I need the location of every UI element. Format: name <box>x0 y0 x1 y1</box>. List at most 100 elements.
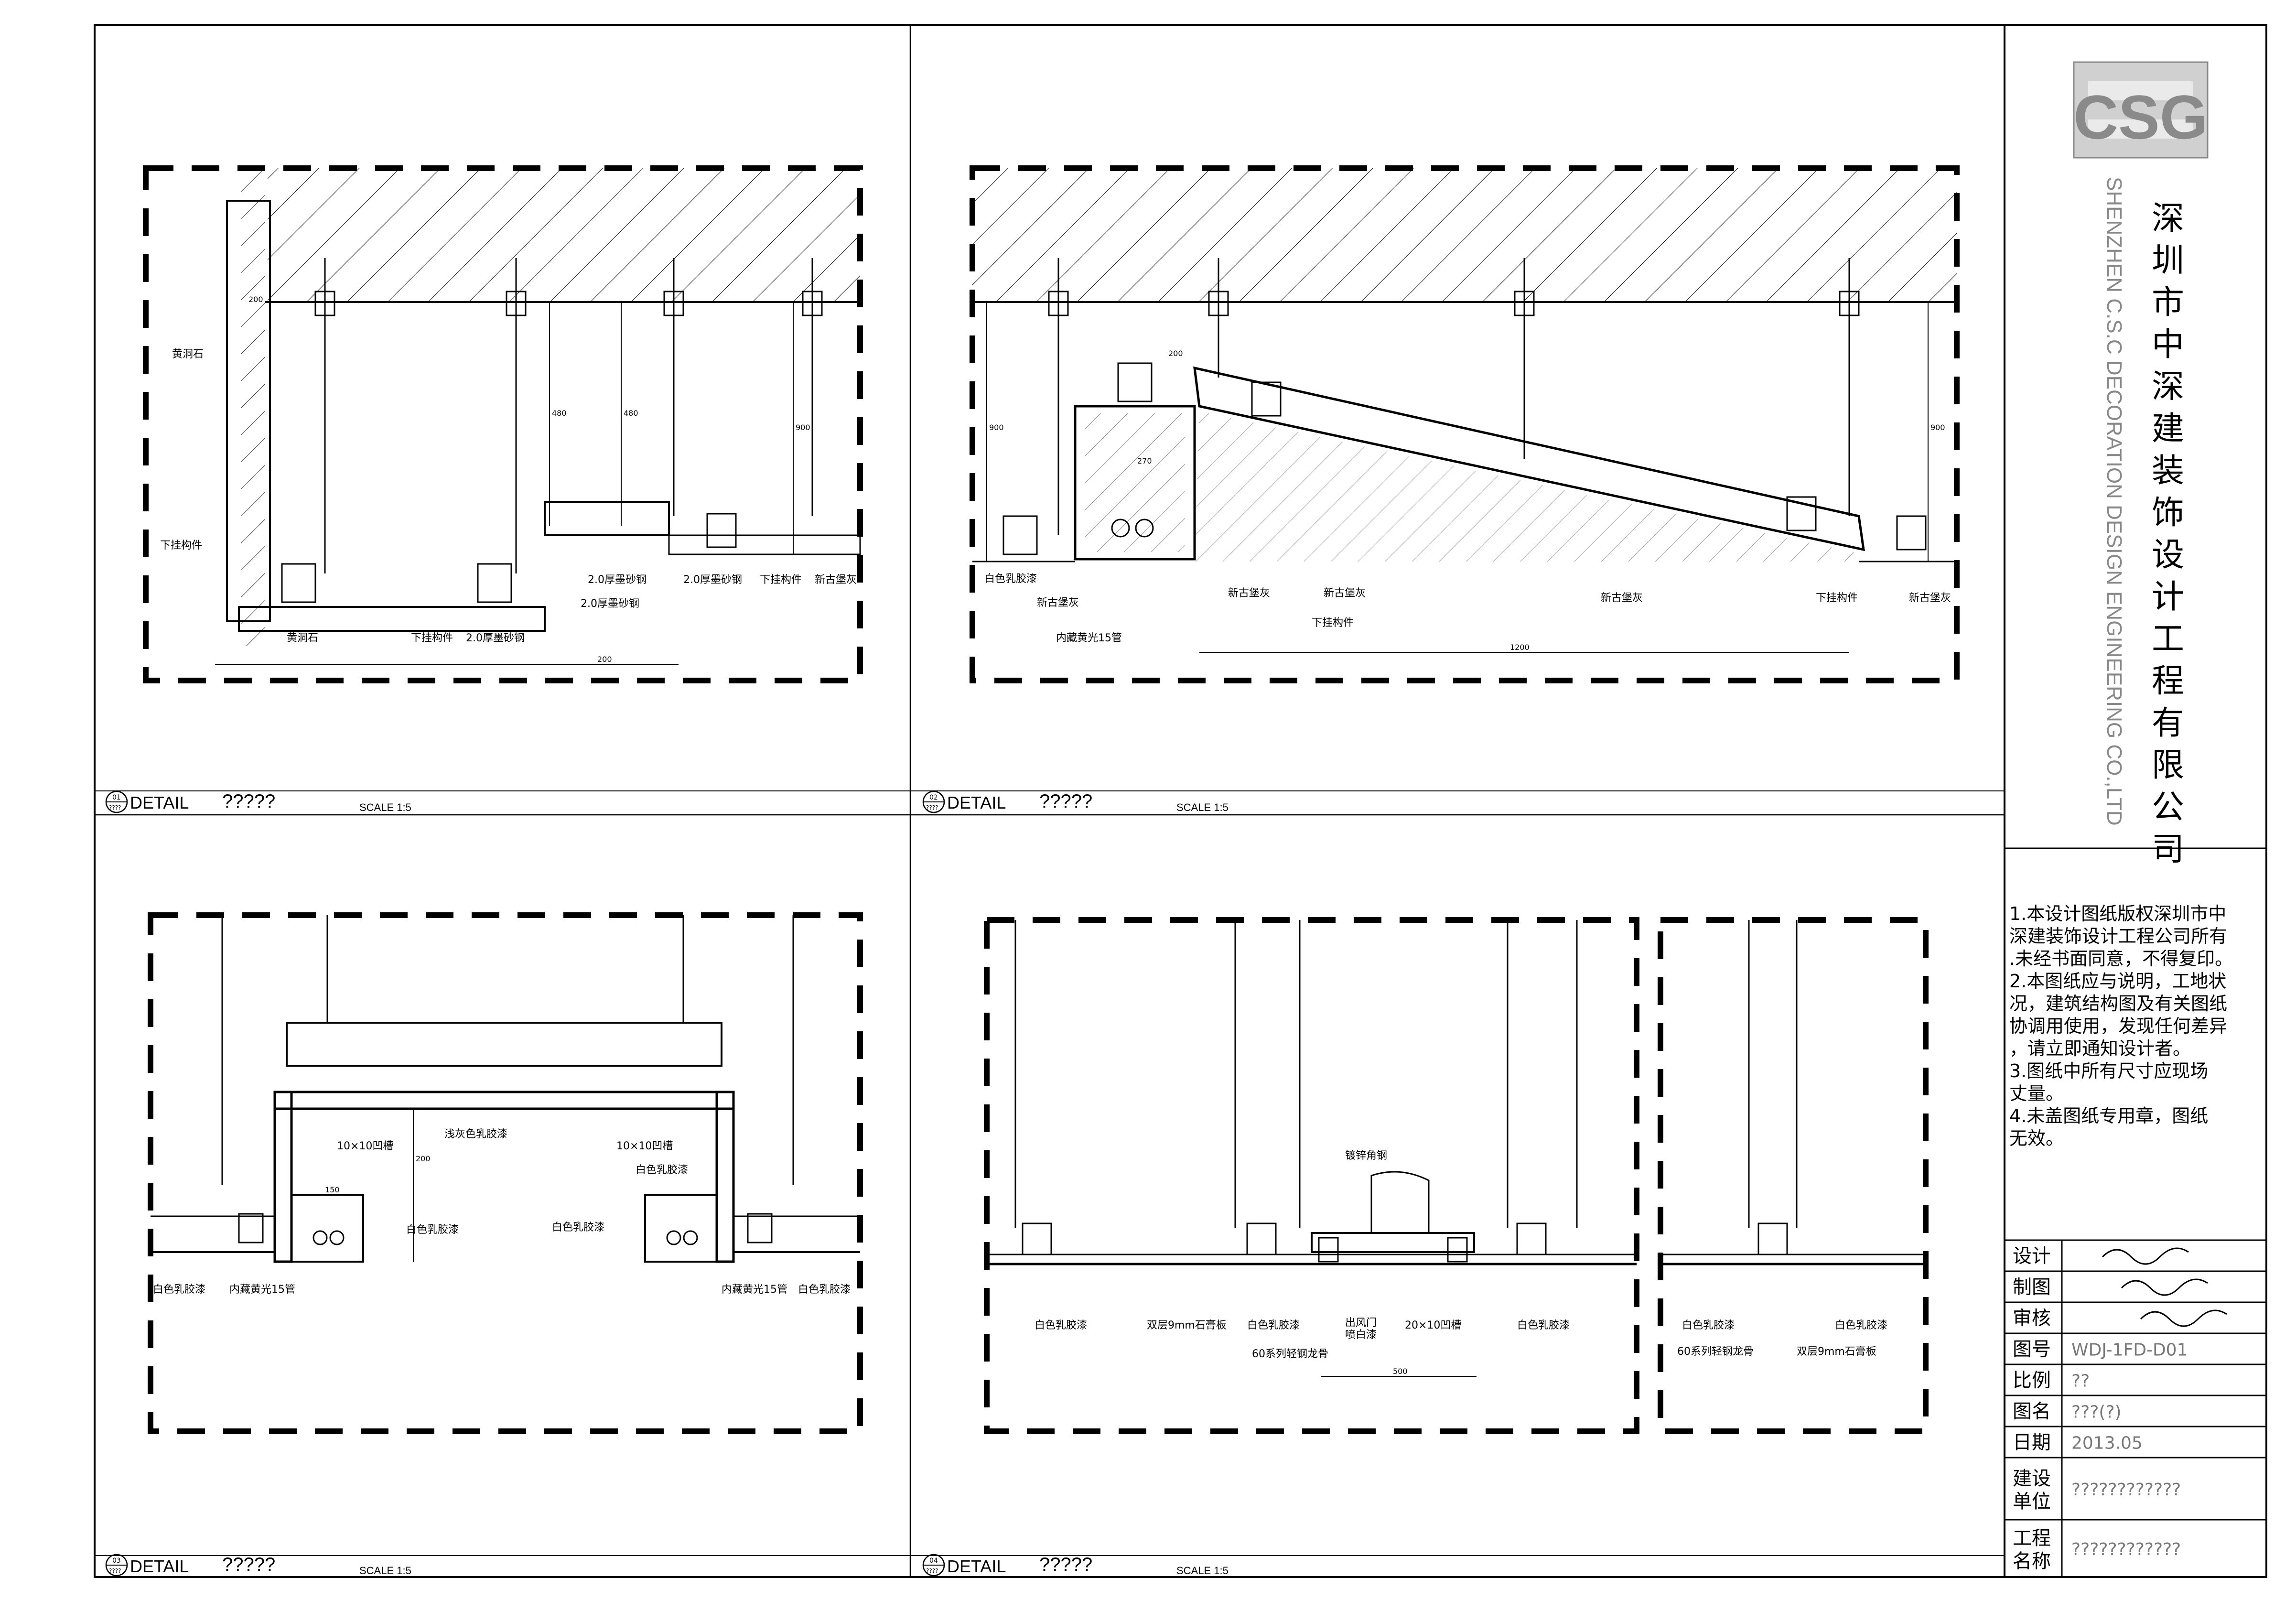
panel-title-01-sheet: ???? <box>109 804 121 811</box>
p4-label-6: 喷白漆 <box>1345 1329 1377 1341</box>
p3-label-5: 白色乳胶漆 <box>552 1222 604 1233</box>
p3-label-8: 内藏黄光15管 <box>722 1284 787 1296</box>
panel-title-03-title: DETAIL <box>130 1557 189 1576</box>
title-block-value: ?? <box>2071 1372 2090 1391</box>
title-block-value: 2013.05 <box>2071 1434 2143 1453</box>
panel-title-03-scale: SCALE 1:5 <box>359 1565 411 1577</box>
p3-dim-1: 150 <box>325 1185 340 1194</box>
title-block-label: 图名 <box>2013 1401 2051 1423</box>
title-block-label: 制图 <box>2013 1276 2051 1298</box>
p4-label-9: 白色乳胶漆 <box>1682 1319 1735 1331</box>
p1-dim-1: 480 <box>552 409 567 418</box>
detail-panel-01: 黄洞石 下挂构件 黄洞石 下挂构件 2.0厚墨砂钢 2.0厚墨砂钢 2.0厚墨砂… <box>143 165 863 683</box>
p2-dim-2: 1200 <box>1510 643 1530 652</box>
title-block-label: 比例 <box>2013 1370 2051 1392</box>
p3-label-3: 白色乳胶漆 <box>636 1164 688 1176</box>
note-line: 2.本图纸应与说明，工地状 <box>2009 971 2226 992</box>
p3-label-4: 白色乳胶漆 <box>406 1224 459 1236</box>
title-block-label: 名称 <box>2013 1550 2051 1572</box>
title-block-label: 单位 <box>2013 1491 2051 1513</box>
title-block-value: ???????????? <box>2071 1480 2181 1500</box>
title-block-label: 工程 <box>2013 1527 2051 1549</box>
p1-label-0: 黄洞石 <box>172 348 204 360</box>
p1-label-7: 2.0厚墨砂钢 <box>683 574 742 586</box>
p1-dim-0: 200 <box>248 295 263 304</box>
p1-label-5: 2.0厚墨砂钢 <box>581 598 639 610</box>
panel-title-01-name: ????? <box>222 791 275 812</box>
panel-title-01-title: DETAIL <box>130 793 189 812</box>
panel-title-02-sheet: ???? <box>926 804 938 811</box>
note-line: 1.本设计图纸版权深圳市中 <box>2009 903 2226 924</box>
panel-title-01: 01 ???? DETAIL ????? SCALE 1:5 <box>105 790 411 813</box>
company-logo-text: CSG <box>2073 82 2208 152</box>
p2-dim-0: 900 <box>989 423 1004 432</box>
p4-label-8: 白色乳胶漆 <box>1517 1319 1570 1331</box>
title-block-label: 审核 <box>2013 1308 2051 1330</box>
note-line: 丈量。 <box>2009 1083 2064 1104</box>
panel-title-04: 04 ???? DETAIL ????? SCALE 1:5 <box>922 1554 1229 1577</box>
note-line: 3.图纸中所有尺寸应现场 <box>2009 1060 2208 1081</box>
title-block-label: 设计 <box>2013 1245 2051 1267</box>
p2-dim-4: 200 <box>1168 349 1183 358</box>
p1-label-3: 下挂构件 <box>411 632 453 644</box>
p1-label-6: 2.0厚墨砂钢 <box>466 632 525 644</box>
title-block-value: ???????????? <box>2071 1540 2181 1559</box>
company-logo: CSG <box>2073 61 2209 159</box>
p1-dim-4: 200 <box>597 655 612 664</box>
p1-label-1: 下挂构件 <box>160 540 202 551</box>
signature-mark <box>2102 1247 2189 1265</box>
signature-mark <box>2121 1278 2208 1296</box>
p2-label-1: 新古堡灰 <box>1037 597 1079 609</box>
detail-panel-03: 10×10凹槽 浅灰色乳胶漆 10×10凹槽 白色乳胶漆 白色乳胶漆 白色乳胶漆… <box>148 912 863 1434</box>
p3-label-9: 白色乳胶漆 <box>798 1284 851 1296</box>
p4-dim-0: 500 <box>1393 1367 1408 1376</box>
panel-title-04-sheet: ???? <box>926 1568 938 1574</box>
p3-dim-0: 200 <box>416 1154 431 1163</box>
p3-label-2: 10×10凹槽 <box>616 1140 673 1152</box>
panel-title-03: 03 ???? DETAIL ????? SCALE 1:5 <box>105 1554 411 1577</box>
panel-title-02-scale: SCALE 1:5 <box>1176 801 1229 813</box>
title-block-label: 日期 <box>2013 1432 2051 1454</box>
panel-title-02-num: 02 <box>929 794 938 801</box>
panel-title-03-num: 03 <box>112 1557 121 1565</box>
panel-title-04-num: 04 <box>929 1557 938 1565</box>
note-line: ，请立即通知设计者。 <box>2009 1038 2191 1059</box>
p3-label-6: 白色乳胶漆 <box>153 1284 205 1296</box>
p4-label-7: 20×10凹槽 <box>1405 1319 1461 1331</box>
panel-title-03-name: ????? <box>222 1554 275 1575</box>
p4-label-0: 镀锌角钢 <box>1345 1150 1387 1162</box>
signature-mark <box>2140 1309 2227 1327</box>
p2-label-5: 下挂构件 <box>1312 617 1354 629</box>
p4-label-11: 双层9mm石膏板 <box>1797 1346 1876 1358</box>
note-line: 无效。 <box>2009 1128 2064 1149</box>
title-block-value: ???(?) <box>2071 1403 2122 1422</box>
p3-label-7: 内藏黄光15管 <box>229 1284 295 1296</box>
note-line: 协调用使用，发现任何差异 <box>2009 1016 2227 1037</box>
panel-title-02-name: ????? <box>1039 791 1092 812</box>
notes-block: 1.本设计图纸版权深圳市中深建装饰设计工程公司所有.未经书面同意，不得复印。2.… <box>2009 903 2233 1149</box>
p4-label-10: 60系列轻钢龙骨 <box>1677 1346 1754 1358</box>
p1-label-4: 2.0厚墨砂钢 <box>588 574 647 586</box>
p1-dim-3: 900 <box>796 423 810 432</box>
sheet-border <box>94 24 2267 1578</box>
detail-panel-02: 白色乳胶漆 新古堡灰 内藏黄光15管 新古堡灰 新古堡灰 下挂构件 新古堡灰 下… <box>970 165 1960 683</box>
p1-label-9: 新古堡灰 <box>815 574 857 586</box>
title-block-label: 建设 <box>2013 1468 2051 1490</box>
p2-label-2: 内藏黄光15管 <box>1056 632 1122 644</box>
panel-title-01-scale: SCALE 1:5 <box>359 801 411 813</box>
p2-label-6: 新古堡灰 <box>1601 592 1643 604</box>
p1-label-2: 黄洞石 <box>287 632 318 644</box>
title-block-value: WDJ-1FD-D01 <box>2071 1341 2188 1360</box>
p2-label-0: 白色乳胶漆 <box>984 573 1037 585</box>
company-name-cn: 深圳市中深建装饰设计工程有限公司 <box>2146 201 2184 874</box>
p2-label-8: 新古堡灰 <box>1909 592 1951 604</box>
p4-label-1: 白色乳胶漆 <box>1035 1319 1087 1331</box>
panel-title-02: 02 ???? DETAIL ????? SCALE 1:5 <box>922 790 1229 813</box>
p4-label-5: 出风门 <box>1345 1317 1377 1329</box>
company-name-en: SHENZHEN C.S.C DECORATION DESIGN ENGINEE… <box>2102 177 2126 826</box>
note-line: 深建装饰设计工程公司所有 <box>2009 926 2227 947</box>
p2-label-4: 新古堡灰 <box>1324 587 1366 599</box>
p2-dim-3: 900 <box>1930 423 1945 432</box>
p3-label-1: 浅灰色乳胶漆 <box>444 1128 507 1140</box>
